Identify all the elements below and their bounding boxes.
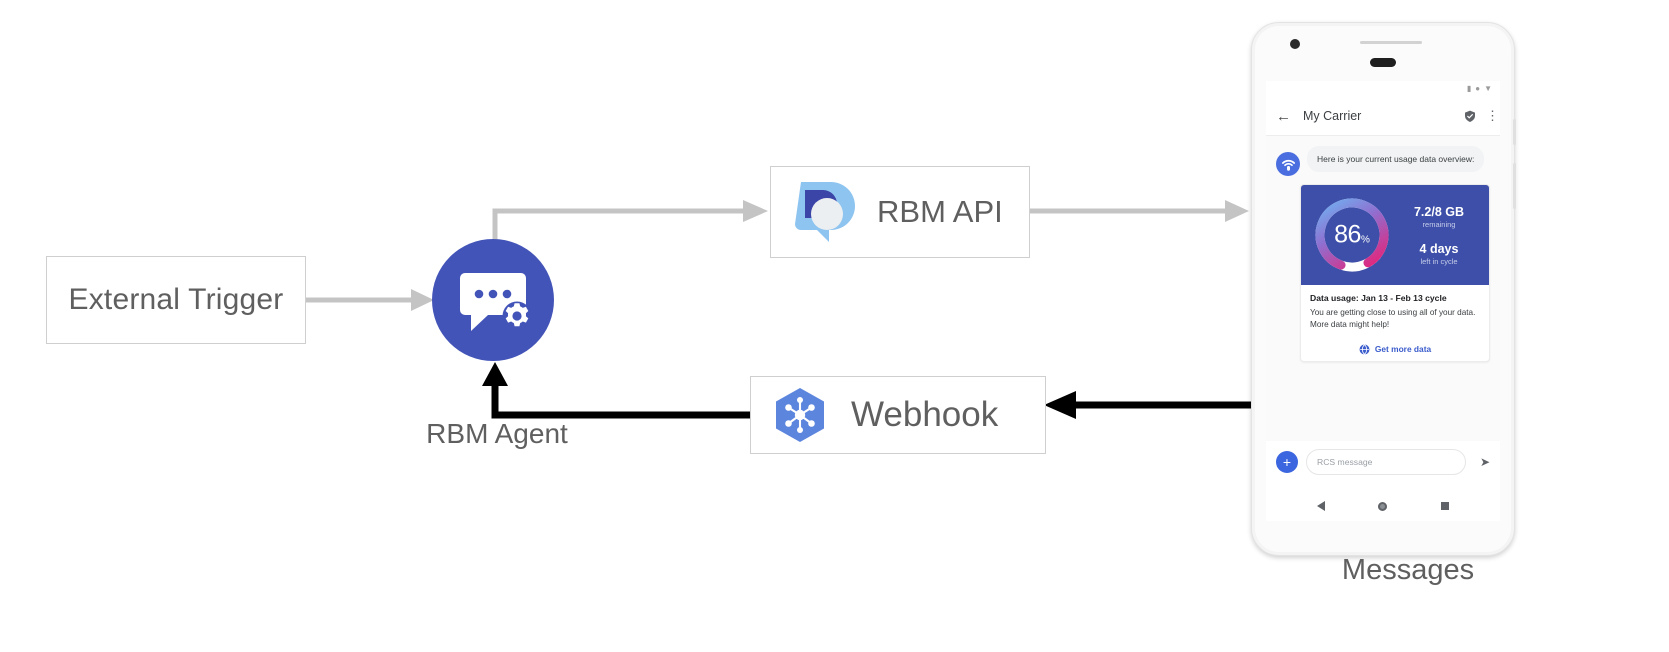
chat-gear-icon bbox=[460, 273, 532, 331]
signal-icon: ▮ bbox=[1466, 84, 1472, 93]
send-icon[interactable]: ➤ bbox=[1479, 455, 1490, 469]
incoming-message-text: Here is your current usage data overview… bbox=[1307, 146, 1485, 173]
webhook-hexagon-icon bbox=[776, 388, 824, 442]
rich-card-description-line-2: More data might help! bbox=[1310, 319, 1390, 329]
conversation-area: Here is your current usage data overview… bbox=[1266, 136, 1500, 466]
back-arrow-icon[interactable]: ← bbox=[1276, 107, 1291, 125]
phone-top-bezel bbox=[1252, 23, 1514, 81]
stat-spacer bbox=[1395, 229, 1483, 242]
connector-webhook-to-agent bbox=[480, 360, 756, 420]
earpiece-grille bbox=[1360, 41, 1422, 44]
stat-data-remaining-value: 7.2/8 GB bbox=[1413, 204, 1465, 219]
phone-volume-button[interactable] bbox=[1513, 163, 1516, 209]
phone-power-button[interactable] bbox=[1513, 119, 1516, 145]
node-rbm-api[interactable]: RBM API bbox=[770, 166, 1030, 258]
phone-mockup: ▮ ● ▼ ← My Carrier ⋮ bbox=[1251, 22, 1516, 556]
gauge-value: 86 bbox=[1334, 220, 1361, 249]
front-camera-icon bbox=[1290, 39, 1300, 49]
rich-card-hero: 86% 7.2/8 GB remaining 4 days left in cy… bbox=[1301, 185, 1489, 285]
rcs-message-input[interactable]: RCS message bbox=[1306, 449, 1466, 475]
stat-data-remaining-caption: remaining bbox=[1422, 219, 1456, 229]
message-composer: + RCS message ➤ bbox=[1266, 441, 1500, 483]
incoming-message-row: Here is your current usage data overview… bbox=[1266, 146, 1500, 176]
earpiece-speaker bbox=[1370, 58, 1396, 67]
rich-card[interactable]: 86% 7.2/8 GB remaining 4 days left in cy… bbox=[1300, 184, 1490, 362]
gauge-unit: % bbox=[1360, 234, 1370, 246]
rbm-api-label: RBM API bbox=[877, 194, 1003, 229]
stat-days-left-caption: left in cycle bbox=[1420, 256, 1458, 266]
connector-phone-to-webhook bbox=[1040, 390, 1256, 422]
rbm-api-logo-icon bbox=[795, 182, 855, 242]
usage-gauge: 86% bbox=[1309, 192, 1395, 278]
status-bar: ▮ ● ▼ bbox=[1266, 81, 1500, 97]
node-rbm-agent[interactable] bbox=[432, 239, 554, 361]
verified-badge-icon bbox=[1464, 110, 1476, 122]
add-icon[interactable]: + bbox=[1276, 451, 1298, 473]
nav-back-icon[interactable] bbox=[1316, 501, 1325, 511]
nav-home-icon[interactable] bbox=[1378, 501, 1388, 511]
carrier-avatar-icon bbox=[1276, 152, 1300, 176]
rich-card-body: Data usage: Jan 13 - Feb 13 cycle You ar… bbox=[1301, 285, 1489, 336]
connector-rbm-api-to-phone bbox=[1030, 196, 1252, 228]
connector-trigger-to-agent bbox=[306, 285, 436, 317]
rcs-message-placeholder: RCS message bbox=[1317, 457, 1373, 467]
stat-days-left-value: 4 days bbox=[1419, 241, 1459, 256]
gauge-center-text: 86% bbox=[1309, 221, 1395, 250]
external-trigger-label: External Trigger bbox=[68, 283, 284, 316]
wifi-icon: ● bbox=[1475, 84, 1481, 93]
usage-stats: 7.2/8 GB remaining 4 days left in cycle bbox=[1395, 205, 1489, 266]
android-nav-bar bbox=[1266, 491, 1500, 521]
get-more-data-button[interactable]: Get more data bbox=[1301, 344, 1489, 361]
overflow-menu-icon[interactable]: ⋮ bbox=[1486, 108, 1499, 124]
app-bar: ← My Carrier ⋮ bbox=[1266, 97, 1500, 136]
rbm-agent-label: RBM Agent bbox=[426, 418, 568, 449]
get-more-data-label: Get more data bbox=[1374, 344, 1432, 355]
phone-bottom-bezel bbox=[1252, 521, 1514, 555]
webhook-label: Webhook bbox=[851, 395, 999, 434]
rich-card-description-line-1: You are getting close to using all of yo… bbox=[1310, 308, 1476, 317]
messages-label: Messages bbox=[1341, 554, 1475, 586]
rich-card-title: Data usage: Jan 13 - Feb 13 cycle bbox=[1310, 293, 1447, 303]
phone-screen: ▮ ● ▼ ← My Carrier ⋮ bbox=[1266, 81, 1500, 521]
node-external-trigger[interactable]: External Trigger bbox=[46, 256, 306, 344]
conversation-title: My Carrier bbox=[1303, 109, 1362, 123]
nav-recents-icon[interactable] bbox=[1441, 502, 1450, 510]
node-webhook[interactable]: Webhook bbox=[750, 376, 1046, 454]
connector-agent-to-rbm-api bbox=[488, 200, 778, 250]
globe-icon bbox=[1359, 344, 1370, 355]
battery-icon: ▼ bbox=[1484, 84, 1492, 93]
